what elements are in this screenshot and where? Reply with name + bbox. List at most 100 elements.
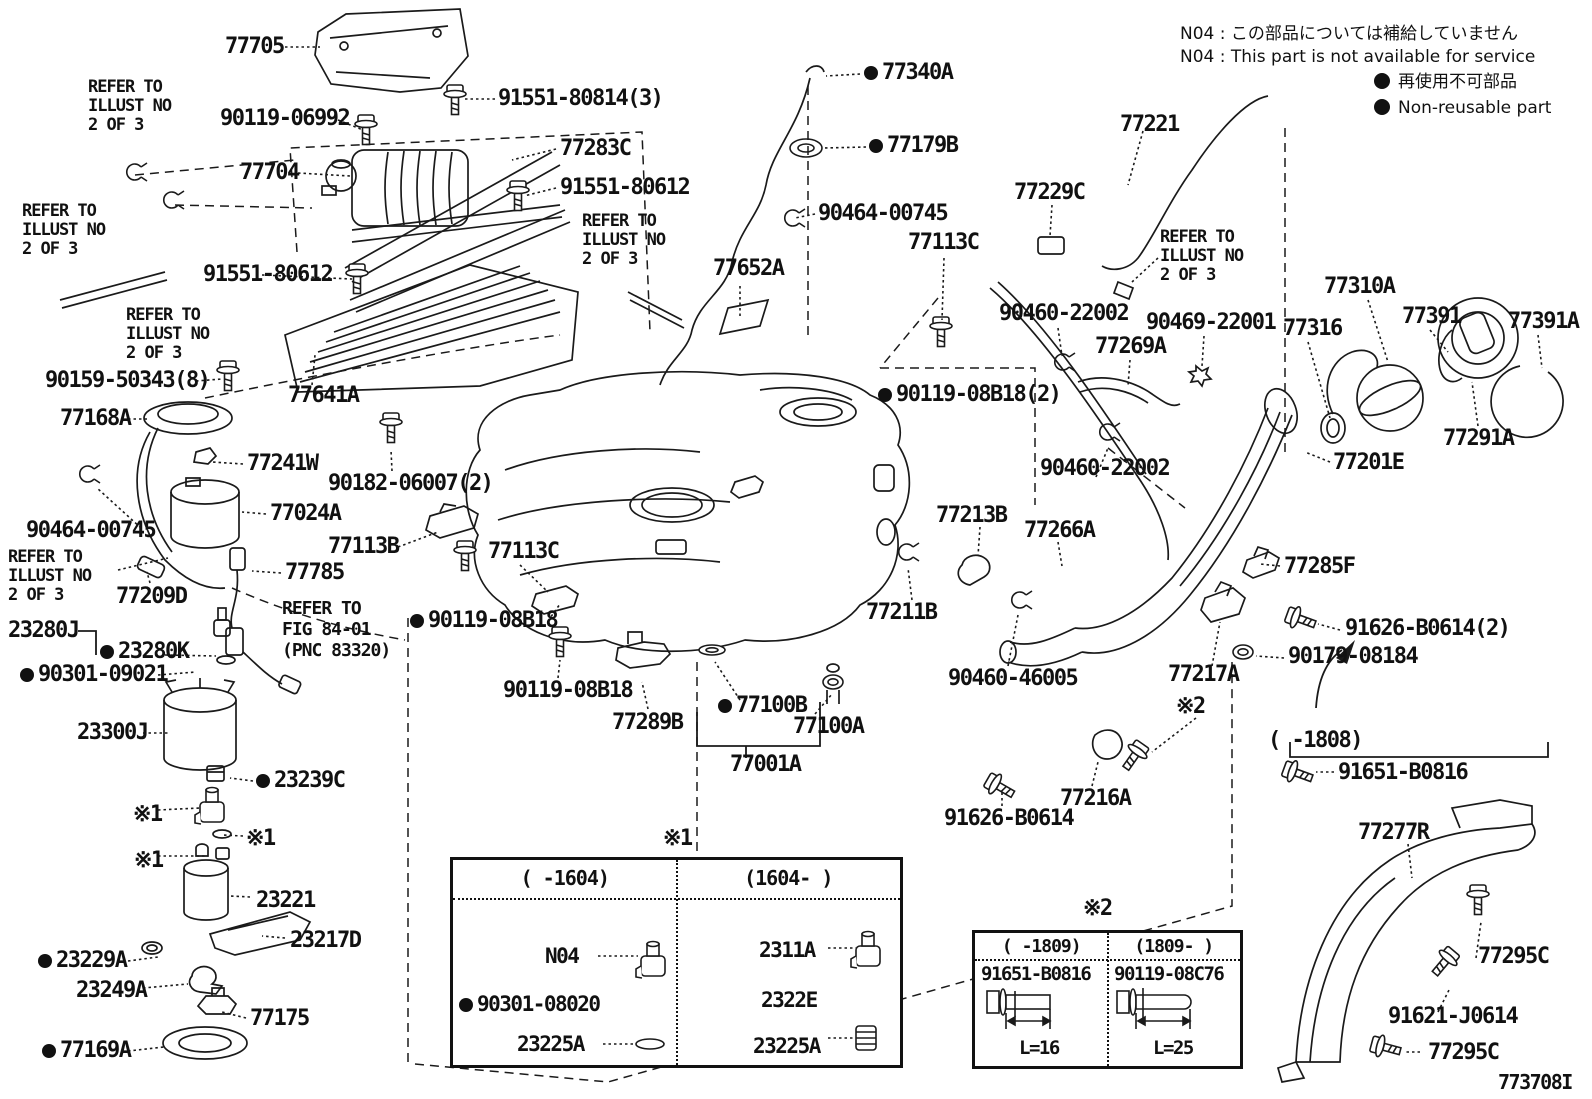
variant-table-1: ( -1604) (1604- ) N04 90301-08020 23225A… bbox=[450, 857, 903, 1068]
part-label-77216A: 77216A bbox=[1060, 786, 1132, 811]
part-label-77221: 77221 bbox=[1120, 112, 1180, 137]
part-label-77340A: 77340A bbox=[864, 60, 954, 85]
non-reusable-dot-icon bbox=[20, 668, 34, 682]
heat-shield-77641A-drawing bbox=[284, 264, 579, 393]
drawing-code: 773708I bbox=[1498, 1070, 1573, 1094]
part-label-77201E: 77201E bbox=[1333, 450, 1405, 475]
legend-non-reusable-jp: 再使用不可部品 bbox=[1374, 72, 1517, 92]
ref-illust-note-b: REFER TO ILLUST NO 2 OF 3 bbox=[22, 202, 106, 259]
part-label-77391A: 77391A bbox=[1508, 309, 1580, 334]
table1-item-90301-08020: 90301-08020 bbox=[459, 992, 601, 1016]
part-label-77024A: 77024A bbox=[270, 501, 342, 526]
non-reusable-dot-icon bbox=[410, 614, 424, 628]
part-label-text: 90301-09021 bbox=[38, 662, 169, 687]
part-label-91551-80612-a: 91551-80612 bbox=[560, 175, 691, 200]
ref-line: 2 OF 3 bbox=[126, 343, 182, 363]
part-label-91651-B0816: 91651-B0816 bbox=[1338, 760, 1469, 785]
table2-col2-header: (1809- ) bbox=[1134, 936, 1214, 957]
fender-liner-77277R-drawing bbox=[1276, 799, 1536, 1083]
label-sticker-77652A bbox=[718, 298, 770, 336]
part-label-23239C: 23239C bbox=[256, 770, 346, 792]
star1-mark-b: ※1 bbox=[246, 826, 276, 851]
part-label-23221: 23221 bbox=[256, 888, 316, 913]
part-label-text: 77169A bbox=[60, 1038, 132, 1063]
part-label-77169A: 77169A bbox=[42, 1038, 132, 1063]
part-label-91626-B0614: 91626-B0614 bbox=[944, 806, 1075, 831]
part-label-90464-00745-b: 90464-00745 bbox=[26, 518, 157, 543]
part-label-90460-46005: 90460-46005 bbox=[948, 666, 1079, 691]
non-reusable-dot-icon bbox=[100, 645, 114, 659]
part-label-text: 77340A bbox=[882, 60, 954, 85]
non-reusable-dot-icon bbox=[38, 954, 52, 968]
part-label-77310A: 77310A bbox=[1324, 274, 1396, 299]
legend-text: Non-reusable part bbox=[1398, 98, 1552, 118]
part-label-90469-22001: 90469-22001 bbox=[1146, 310, 1277, 335]
part-label-77229C: 77229C bbox=[1014, 180, 1086, 205]
non-reusable-dot-icon bbox=[1374, 73, 1390, 89]
table2-part-90119-08C76: 90119-08C76 bbox=[1114, 963, 1225, 985]
part-label-77785: 77785 bbox=[285, 560, 345, 585]
part-label-text: 23229A bbox=[56, 948, 128, 973]
part-label-77217A: 77217A bbox=[1168, 662, 1240, 687]
ref-line: REFER TO bbox=[8, 547, 83, 567]
part-label-text: 90119-08B18(2) bbox=[896, 382, 1062, 407]
n04-note-en: N04 : This part is not available for ser… bbox=[1180, 47, 1536, 67]
part-label-91551-80612-b: 91551-80612 bbox=[203, 262, 334, 287]
part-label-91551-80814: 91551-80814(3) bbox=[498, 86, 664, 111]
ref-line: (PNC 83320) bbox=[282, 640, 391, 661]
part-label-23249A: 23249A bbox=[76, 978, 148, 1003]
part-label-77100A: 77100A bbox=[793, 714, 865, 739]
ref-line: 2 OF 3 bbox=[88, 115, 144, 135]
non-reusable-dot-icon bbox=[459, 998, 473, 1012]
ref-line: FIG 84-01 bbox=[282, 619, 372, 640]
ref-line: ILLUST NO bbox=[582, 230, 666, 250]
part-label-77179B: 77179B bbox=[869, 135, 959, 157]
part-label-23217D: 23217D bbox=[290, 928, 362, 953]
star2-mark: ※2 bbox=[1176, 694, 1206, 719]
part-label-77266A: 77266A bbox=[1024, 518, 1096, 543]
part-label-90179-08184: 90179-08184 bbox=[1288, 644, 1419, 669]
filler-pipe-77201E-drawing bbox=[897, 281, 1298, 776]
table2-col1-header: ( -1809) bbox=[1001, 936, 1082, 957]
star1-mark-a: ※1 bbox=[133, 802, 163, 827]
part-label-23280K: 23280K bbox=[100, 641, 190, 663]
ref-fig-note: REFER TO FIG 84-01 (PNC 83320) bbox=[282, 598, 391, 661]
ref-line: REFER TO bbox=[126, 305, 201, 325]
table2-title-star2: ※2 bbox=[1083, 896, 1113, 921]
part-label-91626-B0614-x2: 91626-B0614(2) bbox=[1345, 616, 1511, 641]
leader-lines bbox=[96, 46, 1543, 1053]
part-label-77100B: 77100B bbox=[718, 695, 808, 717]
part-label-90119-08B18-x2: 90119-08B18(2) bbox=[878, 382, 1062, 407]
part-label-77652A: 77652A bbox=[713, 256, 785, 281]
part-label-23280J: 23280J bbox=[8, 618, 80, 643]
ref-line: REFER TO bbox=[88, 77, 163, 97]
part-label-77291A: 77291A bbox=[1443, 426, 1515, 451]
ref-line: 2 OF 3 bbox=[8, 585, 64, 605]
range-note-1808: ( -1808) bbox=[1268, 728, 1363, 753]
ref-line: ILLUST NO bbox=[126, 324, 210, 344]
part-label-90182-06007: 90182-06007(2) bbox=[328, 471, 494, 496]
table2-length-L25: L=25 bbox=[1153, 1037, 1194, 1059]
art-shapes bbox=[59, 8, 1564, 1083]
part-label-77113B: 77113B bbox=[328, 534, 400, 559]
table1-item-2311A: 2311A bbox=[759, 938, 816, 962]
part-label-77316: 77316 bbox=[1283, 316, 1343, 341]
ref-illust-note-a: REFER TO ILLUST NO 2 OF 3 bbox=[88, 77, 172, 135]
harness-77785-drawing bbox=[225, 547, 302, 695]
fuel-cap-77310A-drawing bbox=[1320, 297, 1564, 444]
table1-col1-header: ( -1604) bbox=[520, 866, 610, 890]
ref-line: ILLUST NO bbox=[88, 96, 172, 116]
hose-77269A-drawing bbox=[1053, 352, 1213, 442]
part-label-77705: 77705 bbox=[225, 34, 285, 59]
bracket-77705-drawing bbox=[314, 8, 469, 93]
breather-pipe-77340A-drawing bbox=[627, 65, 825, 386]
part-label-77704: 77704 bbox=[240, 160, 300, 185]
ref-line: REFER TO bbox=[1160, 227, 1235, 247]
fasteners-drawing bbox=[59, 84, 1490, 1063]
non-reusable-dot-icon bbox=[42, 1044, 56, 1058]
table1-item-23225A-left: 23225A bbox=[517, 1032, 585, 1056]
part-label-90119-08B18-b: 90119-08B18 bbox=[503, 678, 634, 703]
ref-line: ILLUST NO bbox=[22, 220, 106, 240]
part-label-77211B: 77211B bbox=[866, 600, 938, 625]
